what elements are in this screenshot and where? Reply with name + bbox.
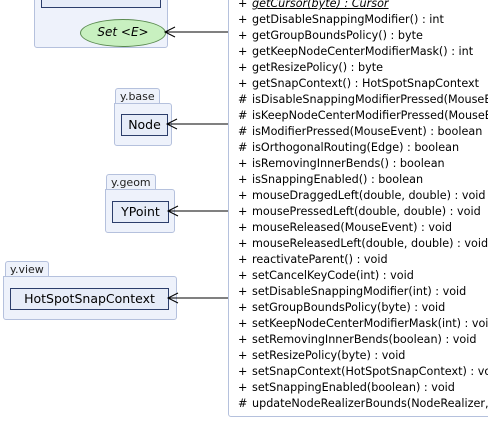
member-signature: setResizePolicy(byte) : void [252,349,406,362]
member-row[interactable]: # isKeepNodeCenterModifierPressed(MouseEv… [238,108,488,124]
member-row[interactable]: + getResizePolicy() : byte [238,60,383,76]
member-signature: isDisableSnappingModifierPressed(MouseEv… [252,93,488,106]
arrow-node-head [165,118,178,130]
member-row[interactable]: + setResizePolicy(byte) : void [238,348,405,364]
class-ypoint[interactable]: YPoint [112,201,169,223]
member-visibility: + [238,333,248,346]
member-visibility: + [238,269,248,282]
member-visibility: + [238,189,248,202]
member-signature: getCursor(byte) : Cursor [252,0,389,10]
member-visibility: + [238,13,248,26]
member-signature: reactivateParent() : void [252,253,388,266]
member-row[interactable]: + getDisableSnappingModifier() : int [238,12,444,28]
arrow-set-head [163,26,176,38]
member-row[interactable]: + isRemovingInnerBends() : boolean [238,156,445,172]
member-visibility: + [238,381,248,394]
member-signature: isModifierPressed(MouseEvent) : boolean [252,125,483,138]
member-row[interactable]: # isDisableSnappingModifierPressed(MouseE… [238,92,488,108]
member-visibility: # [238,141,248,154]
member-signature: setDisableSnappingModifier(int) : void [252,285,467,298]
package-tab-y-base: y.base [115,88,160,104]
member-visibility: + [238,365,248,378]
package-tab-y-view: y.view [5,261,49,277]
member-visibility: + [238,253,248,266]
member-signature: setRemovingInnerBends(boolean) : void [252,333,477,346]
class-node[interactable]: Node [121,114,168,136]
member-visibility: + [238,61,248,74]
member-row[interactable]: + setSnappingEnabled(boolean) : void [238,380,455,396]
member-visibility: + [238,317,248,330]
member-row[interactable]: + setSnapContext(HotSpotSnapContext) : vo… [238,364,488,380]
member-signature: isKeepNodeCenterModifierPressed(MouseEve… [252,109,488,122]
member-visibility: + [238,349,248,362]
member-visibility: # [238,125,248,138]
member-visibility: + [238,157,248,170]
member-visibility: + [238,45,248,58]
arrow-hotspot-head [166,292,179,304]
member-visibility: + [238,301,248,314]
main-class-box[interactable]: + getCursor(byte) : Cursor + getDisableSnap… [228,0,488,417]
member-visibility: + [238,29,248,42]
member-row[interactable]: + setKeepNodeCenterModifierMask(int) : vo… [238,316,488,332]
set-template-label: Set <E> [97,25,149,39]
member-signature: isSnappingEnabled() : boolean [252,173,424,186]
member-row[interactable]: + setDisableSnappingModifier(int) : void [238,284,466,300]
member-signature: mouseReleased(MouseEvent) : void [252,221,452,234]
set-template-oval[interactable]: Set <E> [80,19,166,47]
member-row[interactable]: + setRemovingInnerBends(boolean) : void [238,332,476,348]
member-signature: setGroupBoundsPolicy(byte) : void [252,301,446,314]
member-signature: setSnappingEnabled(boolean) : void [252,381,455,394]
member-signature: getSnapContext() : HotSpotSnapContext [252,77,480,90]
member-visibility: + [238,285,248,298]
member-row[interactable]: + mouseReleased(MouseEvent) : void [238,220,452,236]
member-row[interactable]: + getCursor(byte) : Cursor [238,0,389,12]
member-row[interactable]: + reactivateParent() : void [238,252,388,268]
top-class-stub[interactable] [41,0,161,8]
member-row[interactable]: + getKeepNodeCenterModifierMask() : int [238,44,473,60]
member-signature: setKeepNodeCenterModifierMask(int) : voi… [252,317,488,330]
member-row[interactable]: # updateNodeRealizerBounds(NodeRealizer, … [238,396,488,412]
member-signature: updateNodeRealizerBounds(NodeRealizer, d… [252,397,488,410]
member-signature: mouseReleasedLeft(double, double) : void [252,237,488,250]
member-visibility: # [238,109,248,122]
member-visibility: + [238,77,248,90]
member-visibility: # [238,93,248,106]
member-visibility: + [238,237,248,250]
member-row[interactable]: + isSnappingEnabled() : boolean [238,172,423,188]
member-row[interactable]: + mousePressedLeft(double, double) : void [238,204,481,220]
member-visibility: + [238,0,248,10]
member-row[interactable]: + mouseDraggedLeft(double, double) : void [238,188,486,204]
member-visibility: + [238,221,248,234]
member-row[interactable]: # isOrthogonalRouting(Edge) : boolean [238,140,459,156]
member-signature: mousePressedLeft(double, double) : void [252,205,481,218]
class-hotspotsnapcontext[interactable]: HotSpotSnapContext [10,288,169,310]
member-signature: getKeepNodeCenterModifierMask() : int [252,45,474,58]
member-visibility: # [238,397,248,410]
member-row[interactable]: # isModifierPressed(MouseEvent) : boolean [238,124,482,140]
member-row[interactable]: + mouseReleasedLeft(double, double) : voi… [238,236,488,252]
member-signature: getResizePolicy() : byte [252,61,383,74]
member-signature: getDisableSnappingModifier() : int [252,13,444,26]
member-row[interactable]: + setCancelKeyCode(int) : void [238,268,414,284]
member-signature: getGroupBoundsPolicy() : byte [252,29,423,42]
arrow-ypoint-head [166,205,179,217]
member-row[interactable]: + getSnapContext() : HotSpotSnapContext [238,76,479,92]
member-visibility: + [238,173,248,186]
member-signature: setSnapContext(HotSpotSnapContext) : voi… [252,365,488,378]
member-signature: mouseDraggedLeft(double, double) : void [252,189,486,202]
member-signature: isOrthogonalRouting(Edge) : boolean [252,141,460,154]
member-signature: setCancelKeyCode(int) : void [252,269,414,282]
member-signature: isRemovingInnerBends() : boolean [252,157,445,170]
member-row[interactable]: + setGroupBoundsPolicy(byte) : void [238,300,445,316]
member-row[interactable]: + getGroupBoundsPolicy() : byte [238,28,423,44]
member-visibility: + [238,205,248,218]
package-tab-y-geom: y.geom [106,174,156,190]
